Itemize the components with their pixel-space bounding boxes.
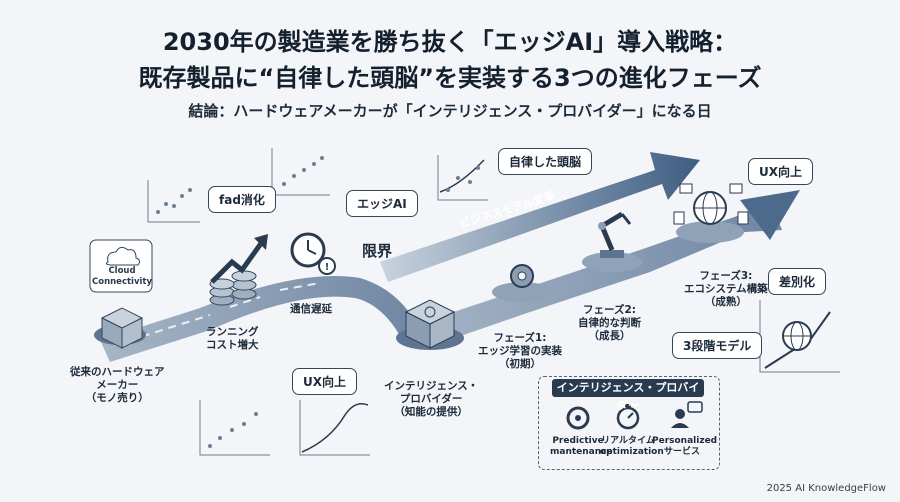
- bubble-three-stage-model: 3段階モデル: [672, 332, 763, 359]
- globe-icon: [782, 321, 812, 351]
- gear-wrench-icon: [566, 406, 590, 430]
- ecosystem-globe-icon: [673, 183, 749, 225]
- title-line-1: 2030年の製造業を勝ち抜く「エッジAI」導入戦略：: [162, 28, 738, 56]
- gear-icon: [510, 264, 534, 288]
- provider-item-maintenance: Predictive mantenance: [550, 436, 613, 457]
- credit-text: 2025 AI KnowledgeFlow: [766, 483, 886, 494]
- label-legacy-maker: 従来のハードウェア メーカー （モノ売り）: [70, 366, 165, 405]
- bubble-differentiation: 差別化: [768, 268, 827, 295]
- label-phase-1: フェーズ1: エッジ学習の実装 （初期）: [478, 332, 562, 371]
- bubble-autonomous-brain: 自律した頭脳: [498, 148, 593, 175]
- label-phase-2: フェーズ2: 自律的な判断 （成長）: [578, 304, 641, 343]
- rising-arrow-icon: [210, 234, 268, 284]
- svg-text:!: !: [325, 262, 330, 273]
- business-model-arrow: [380, 152, 700, 282]
- edge-ai-chip-icon: [404, 299, 456, 349]
- product-box-icon: [100, 307, 144, 349]
- scatter-dots: [156, 156, 480, 448]
- label-comm-delay: 通信遅延: [290, 303, 332, 315]
- title-line-2: 既存製品に“自律した頭脳”を実装する3つの進化フェーズ: [138, 64, 762, 92]
- provider-item-optimization: リアルタイム optimization: [600, 436, 664, 457]
- label-phase-3: フェーズ3: エコシステム構築 （成熟）: [684, 270, 768, 309]
- robot-arm-icon: [598, 211, 632, 258]
- bubble-ux-up-upper: UX向上: [748, 158, 813, 185]
- coins-icon: [209, 270, 257, 306]
- bubble-waste: fad消化: [208, 186, 276, 213]
- bubble-edge-ai: エッジAI: [346, 190, 418, 217]
- provider-box: [538, 376, 720, 470]
- label-running-cost: ランニング コスト増大: [206, 326, 259, 352]
- clock-icon: !: [290, 232, 336, 275]
- person-chat-icon: [671, 401, 703, 428]
- scatter-chart-icon: [147, 148, 840, 456]
- subtitle: 結論：ハードウェアメーカーが「インテリジェンス・プロバイダー」になる日: [188, 102, 712, 120]
- cloud-icon: [89, 239, 153, 293]
- bubble-ux-up-lower: UX向上: [292, 368, 357, 395]
- label-limit: 限界: [362, 242, 393, 260]
- label-cloud: Cloud Connectivity: [92, 266, 153, 287]
- provider-item-personalized: Personalized サービス: [652, 436, 718, 457]
- provider-heading: インテリジェンス・プロバイダー: [552, 379, 704, 412]
- stopwatch-icon: [616, 404, 640, 430]
- label-intelligence-provider: インテリジェンス・ プロバイダー （知能の提供）: [384, 380, 479, 419]
